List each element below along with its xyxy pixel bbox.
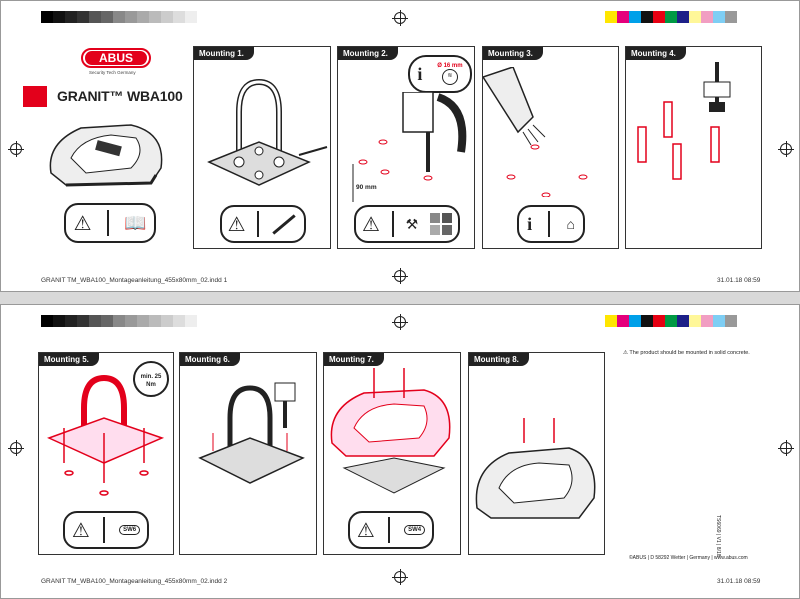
warning-icon: ⚠	[227, 213, 246, 236]
warning-box: ⚠ SW4	[348, 511, 434, 549]
cover-illustration	[330, 368, 451, 494]
warning-box: ⚠ SW6	[63, 511, 149, 549]
registration-mark-icon	[778, 141, 794, 157]
warning-info-box: ⚠ 📖	[64, 203, 156, 243]
imprint: ©ABUS | D 58292 Wetter | Germany | www.a…	[629, 555, 748, 561]
torque-badge: min. 25 Nm	[133, 361, 169, 397]
info-box: i ⌂	[517, 205, 585, 243]
wrench-size: SW6	[119, 525, 141, 535]
registration-mark-icon	[8, 440, 24, 456]
step-label: Mounting 6.	[180, 353, 240, 366]
installation-note: ⚠ The product should be mounted in solid…	[623, 350, 750, 356]
step-label: Mounting 1.	[194, 47, 254, 60]
footer-date: 31.01.18 08:59	[717, 578, 761, 585]
page-2: Mounting 5. min. 25 Nm ⚠ SW6 Mounting 6.…	[0, 304, 800, 599]
vacuum-icon: ⌂	[566, 216, 575, 232]
material-icons	[430, 213, 453, 235]
document-code: TS6069 | V1 | 8/18	[715, 515, 721, 557]
registration-mark-icon	[392, 569, 408, 585]
warning-icon: ⚠	[356, 519, 375, 542]
warning-icon: ⚠	[71, 519, 90, 542]
warning-box: ⚠	[220, 205, 306, 243]
drill-depth: 90 mm	[356, 184, 377, 191]
step-panel-mounting-1: Mounting 1. ⚠	[193, 46, 331, 249]
product-title: GRANIT™ WBA100	[57, 88, 183, 104]
step-panel-mounting-2: Mounting 2. i Ø 16 mm ≋ 90 mm ⚠ ⚒	[337, 46, 475, 249]
registration-mark-icon	[392, 268, 408, 284]
manual-icon: 📖	[123, 212, 147, 233]
footer-date: 31.01.18 08:59	[717, 277, 761, 284]
wrench-size: SW4	[404, 525, 426, 535]
step-label: Mounting 5.	[39, 353, 99, 366]
red-marker	[23, 86, 47, 107]
footer-file-info: GRANIT TM_WBA100_Montageanleitung_455x80…	[41, 578, 228, 585]
drill-diameter: Ø 16 mm	[437, 63, 463, 69]
bracket-illustration	[207, 78, 328, 186]
step-panel-mounting-3: Mounting 3. i ⌂	[482, 46, 619, 249]
bracket-bolts-illustration	[47, 374, 165, 496]
page-separator	[0, 292, 800, 304]
drill-info-box: i Ø 16 mm ≋	[408, 55, 472, 93]
brand-tagline: Security Tech Germany	[89, 70, 136, 75]
step-panel-mounting-8: Mounting 8.	[468, 352, 605, 555]
step-label: Mounting 8.	[469, 353, 529, 366]
drilling-illustration	[352, 92, 467, 202]
blowout-illustration	[483, 67, 588, 197]
cmyk-color-bar	[605, 315, 737, 327]
finished-product-illustration	[475, 418, 596, 519]
step-panel-mounting-7: Mounting 7. ⚠ SW4	[323, 352, 461, 555]
registration-mark-icon	[392, 314, 408, 330]
warning-icon: ⚠	[73, 212, 92, 235]
footer-file-info: GRANIT TM_WBA100_Montageanleitung_455x80…	[41, 277, 228, 284]
warning-icon: ⚠	[361, 213, 380, 236]
registration-mark-icon	[392, 10, 408, 26]
step-label: Mounting 7.	[324, 353, 384, 366]
anchor-insert-illustration	[637, 62, 731, 180]
info-icon: i	[527, 213, 533, 234]
abus-logo: ABUS	[81, 48, 151, 68]
warning-box: ⚠ ⚒	[354, 205, 460, 243]
step-label: Mounting 2.	[338, 47, 398, 60]
page-1: ABUS Security Tech Germany GRANIT™ WBA10…	[0, 0, 800, 292]
step-panel-mounting-6: Mounting 6.	[179, 352, 317, 555]
step-panel-mounting-4: Mounting 4.	[625, 46, 762, 249]
hammer-drill-icon: ⚒	[405, 215, 419, 232]
grayscale-color-bar	[41, 315, 197, 327]
registration-mark-icon	[778, 440, 794, 456]
step-label: Mounting 3.	[483, 47, 543, 60]
cmyk-color-bar	[605, 11, 737, 23]
product-illustration	[49, 124, 163, 187]
drill-bit-icon: ≋	[441, 69, 458, 85]
step-panel-mounting-5: Mounting 5. min. 25 Nm ⚠ SW6	[38, 352, 174, 555]
grayscale-color-bar	[41, 11, 197, 23]
info-icon: i	[417, 63, 423, 84]
hammer-illustration	[198, 382, 305, 484]
rod-icon	[272, 213, 296, 235]
step-label: Mounting 4.	[626, 47, 686, 60]
warning-icon: ⚠	[623, 350, 628, 356]
registration-mark-icon	[8, 141, 24, 157]
